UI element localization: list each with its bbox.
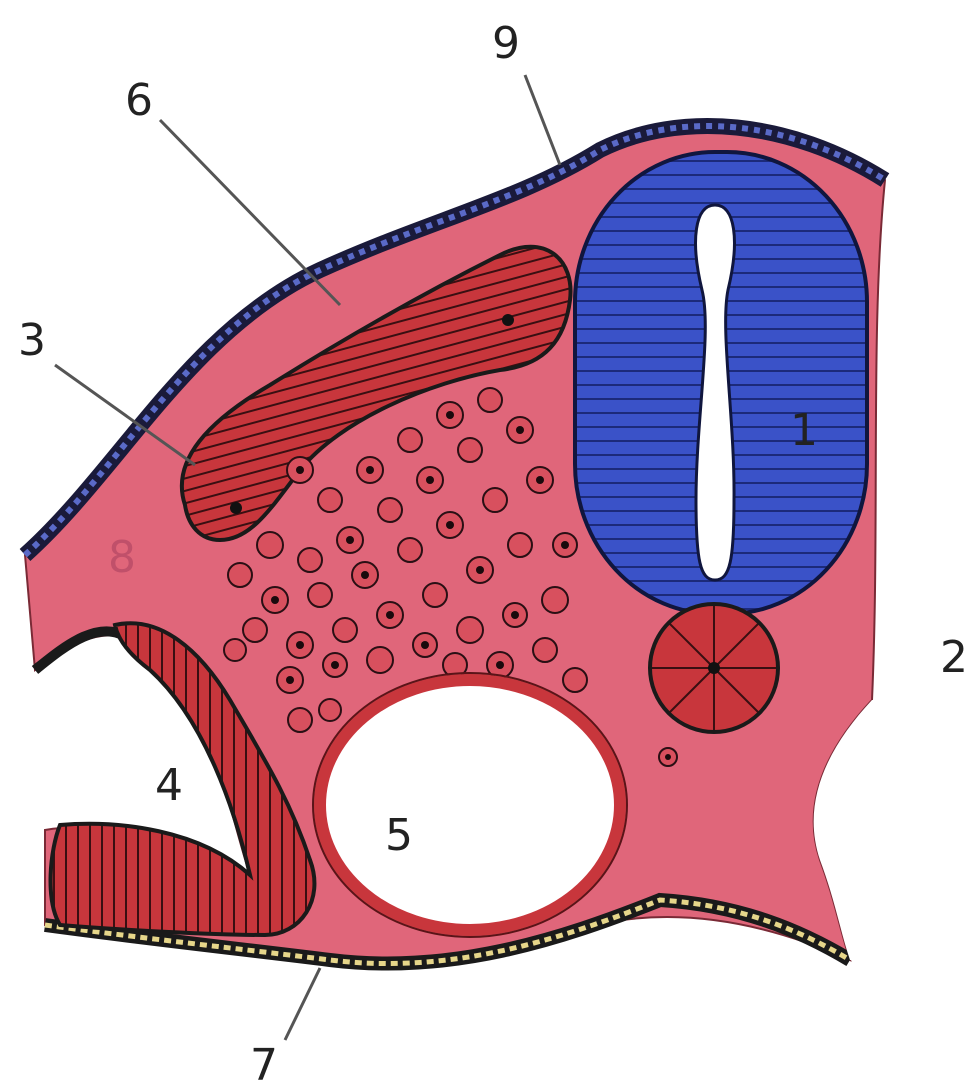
leader-line-6 (160, 120, 340, 305)
label-4: 4 (155, 760, 183, 811)
neural-canal (696, 205, 735, 580)
coelom-cavity (320, 680, 620, 930)
notochord-center (708, 662, 720, 674)
label-7: 7 (250, 1040, 278, 1088)
label-1: 1 (790, 405, 818, 456)
label-8: 8 (108, 532, 136, 583)
label-5: 5 (385, 810, 413, 861)
somite-core-right (502, 314, 514, 326)
label-6: 6 (125, 75, 153, 126)
leader-line-9 (525, 75, 560, 165)
label-9: 9 (492, 18, 520, 69)
somite-core-left (230, 502, 242, 514)
label-2: 2 (940, 632, 968, 683)
label-3: 3 (18, 315, 46, 366)
leader-line-7 (285, 968, 320, 1040)
